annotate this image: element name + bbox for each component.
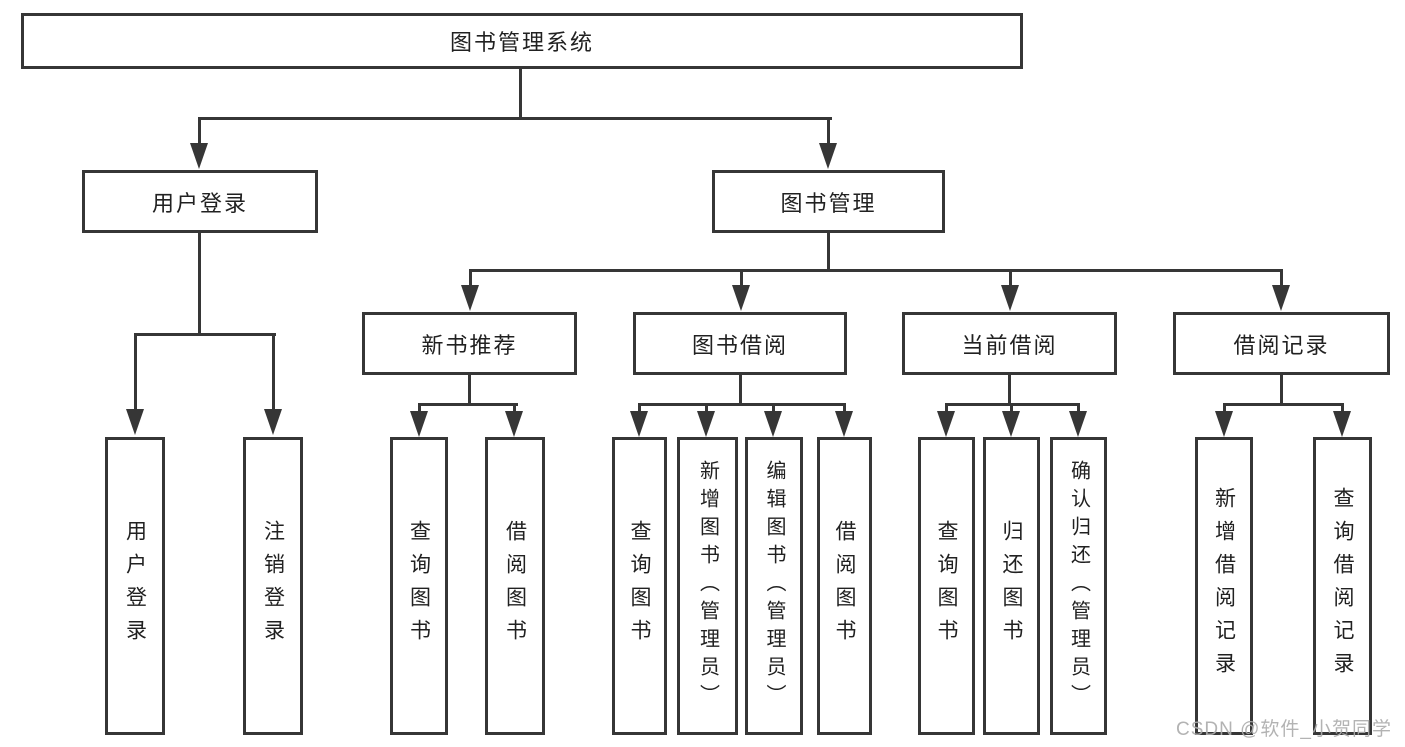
connector-arrowhead (1069, 411, 1087, 437)
connector-line (740, 271, 743, 287)
node-label: 编辑图书（管理员） (763, 460, 785, 712)
connector-line (1008, 375, 1011, 406)
node-label: 注销登录 (261, 520, 285, 652)
connector-line (945, 403, 1080, 406)
leaf-add-borrow-record: 新增借阅记录 (1195, 437, 1253, 735)
connector-arrowhead (835, 411, 853, 437)
connector-arrowhead (732, 285, 750, 311)
connector-arrowhead (1272, 285, 1290, 311)
connector-line (638, 403, 846, 406)
connector-line (772, 405, 775, 413)
node-label: 查询图书 (628, 520, 651, 652)
connector-arrowhead (410, 411, 428, 437)
node-label: 新增借阅记录 (1212, 487, 1236, 685)
leaf-add-books-admin: 新增图书（管理员） (677, 437, 738, 735)
connector-line (134, 335, 137, 409)
connector-arrowhead (190, 143, 208, 169)
connector-line (638, 405, 641, 413)
watermark: CSDN @软件_小贺同学 (1176, 719, 1392, 740)
connector-line (468, 375, 471, 406)
node-label: 新增图书（管理员） (696, 460, 719, 712)
connector-line (1010, 405, 1013, 413)
node-label: 新书推荐 (421, 332, 518, 358)
connector-arrowhead (764, 411, 782, 437)
connector-line (1223, 405, 1226, 413)
node-label: 确认归还（管理员） (1067, 460, 1090, 712)
leaf-borrow-books-recommend: 借阅图书 (485, 437, 545, 735)
connector-line (827, 232, 830, 272)
leaf-query-borrow-record: 查询借阅记录 (1313, 437, 1372, 735)
connector-line (739, 375, 742, 406)
node-label: 图书管理系统 (449, 30, 594, 55)
connector-line (843, 405, 846, 413)
connector-arrowhead (819, 143, 837, 169)
connector-line (198, 233, 201, 336)
node-book-borrowing: 图书借阅 (633, 312, 847, 375)
leaf-logout-login: 注销登录 (243, 437, 303, 735)
connector-line (418, 405, 421, 413)
node-label: 当前借阅 (961, 332, 1058, 358)
node-label: 借阅记录 (1233, 332, 1330, 358)
node-label: 借阅图书 (833, 520, 856, 652)
node-label: 图书借阅 (691, 332, 788, 358)
leaf-query-books-current: 查询图书 (918, 437, 975, 735)
connector-line (1009, 271, 1012, 287)
node-label: 归还图书 (1000, 520, 1023, 652)
connector-line (827, 119, 830, 145)
node-new-book-recommendation: 新书推荐 (362, 312, 577, 375)
node-current-borrowing: 当前借阅 (902, 312, 1117, 375)
leaf-confirm-return-admin: 确认归还（管理员） (1050, 437, 1107, 735)
node-user-login: 用户登录 (82, 170, 318, 233)
connector-line (198, 117, 832, 120)
connector-arrowhead (461, 285, 479, 311)
node-library-system: 图书管理系统 (21, 13, 1023, 69)
connector-arrowhead (697, 411, 715, 437)
leaf-query-books-recommend: 查询图书 (390, 437, 448, 735)
node-label: 查询图书 (935, 520, 958, 652)
connector-line (418, 403, 518, 406)
connector-line (945, 405, 948, 413)
connector-line (1280, 375, 1283, 406)
leaf-return-books: 归还图书 (983, 437, 1040, 735)
connector-line (1280, 271, 1283, 287)
connector-arrowhead (1001, 285, 1019, 311)
node-label: 图书管理 (780, 190, 877, 216)
connector-arrowhead (1333, 411, 1351, 437)
leaf-edit-books-admin: 编辑图书（管理员） (745, 437, 803, 735)
connector-line (469, 271, 472, 287)
connector-line (469, 269, 1283, 272)
connector-line (1077, 405, 1080, 413)
connector-line (513, 405, 516, 413)
connector-line (705, 405, 708, 413)
node-label: 查询借阅记录 (1331, 487, 1354, 685)
leaf-borrow-books-borrowing: 借阅图书 (817, 437, 872, 735)
connector-line (134, 333, 276, 336)
leaf-user-login: 用户登录 (105, 437, 165, 735)
connector-arrowhead (630, 411, 648, 437)
connector-arrowhead (505, 411, 523, 437)
connector-line (1341, 405, 1344, 413)
connector-line (272, 335, 275, 409)
connector-arrowhead (126, 409, 144, 435)
leaf-query-books-borrowing: 查询图书 (612, 437, 667, 735)
connector-arrowhead (937, 411, 955, 437)
node-label: 查询图书 (407, 520, 431, 652)
node-label: 用户登录 (123, 520, 147, 652)
node-label: 用户登录 (151, 190, 248, 216)
node-borrowing-records: 借阅记录 (1173, 312, 1390, 375)
connector-arrowhead (1002, 411, 1020, 437)
node-book-management: 图书管理 (712, 170, 945, 233)
connector-line (198, 119, 201, 145)
connector-line (1223, 403, 1344, 406)
connector-line (519, 69, 522, 119)
node-label: 借阅图书 (503, 520, 527, 652)
connector-arrowhead (1215, 411, 1233, 437)
connector-arrowhead (264, 409, 282, 435)
